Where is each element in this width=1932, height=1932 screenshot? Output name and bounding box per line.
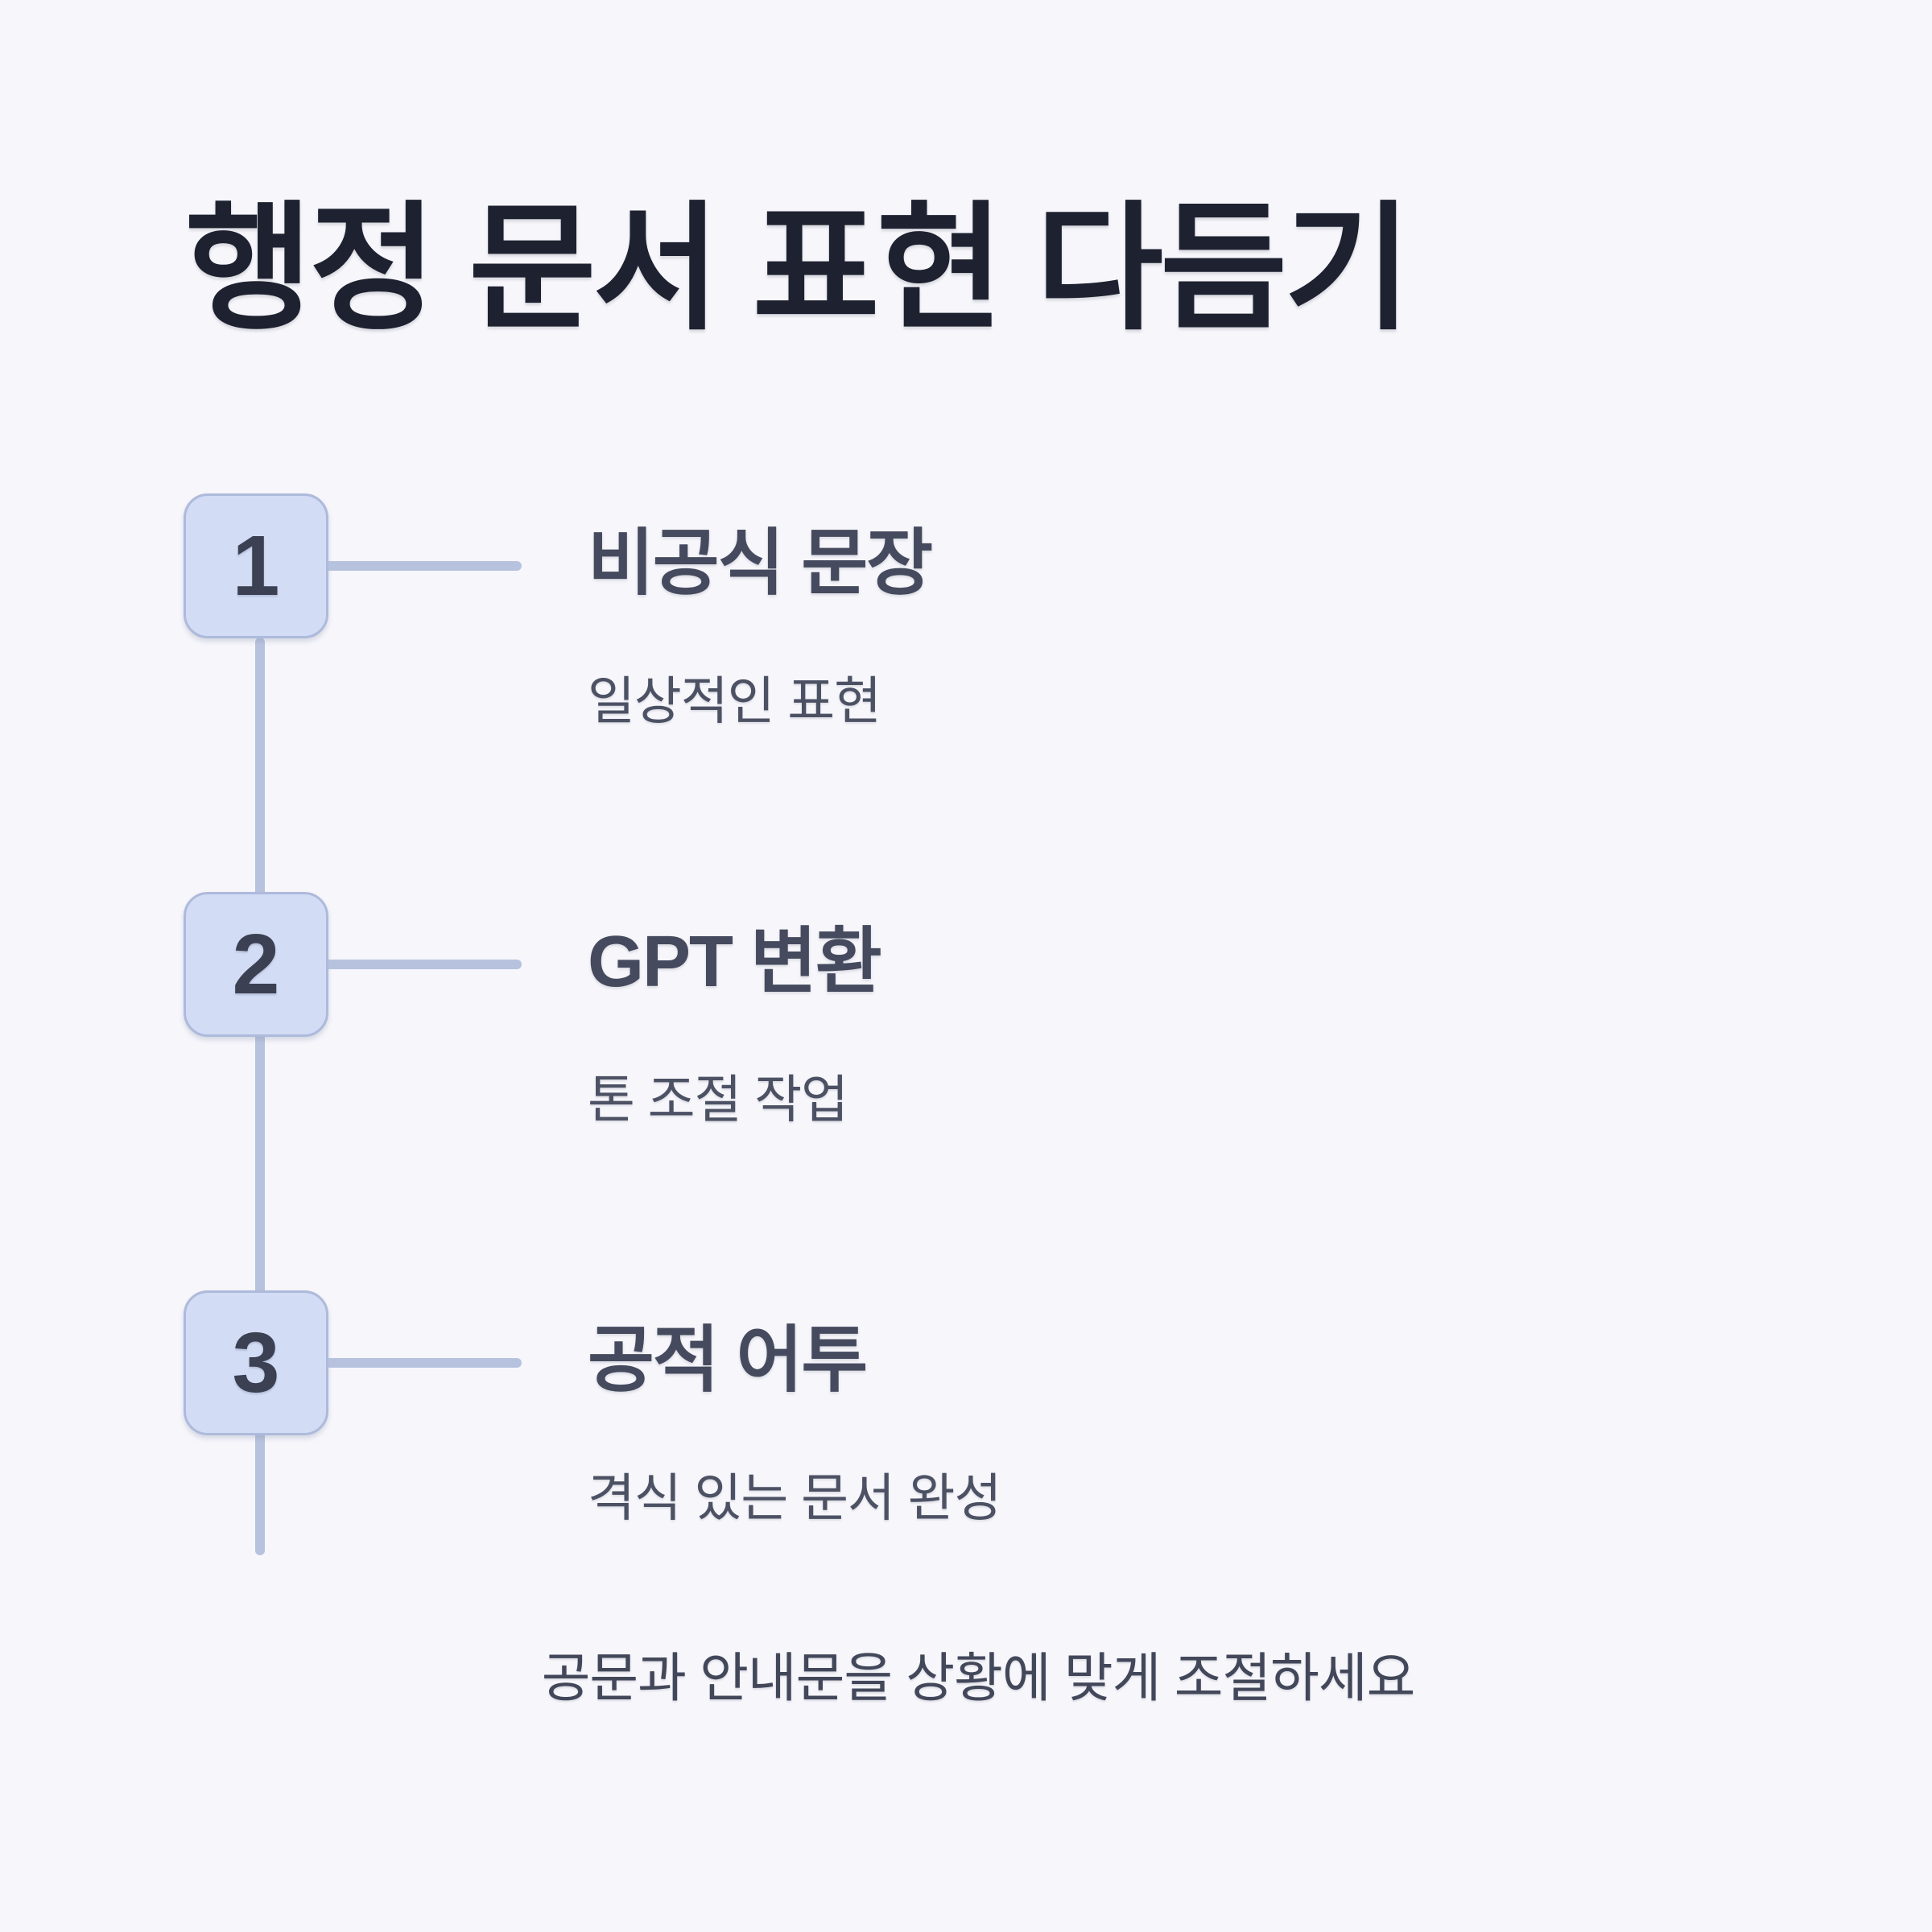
step-row: 1 비공식 문장 일상적인 표현: [0, 493, 1932, 727]
step-number: 3: [232, 1315, 280, 1410]
step-title: GPT 변환: [588, 922, 882, 1002]
page-title: 행정 문서 표현 다듬기: [185, 192, 1412, 346]
step-subtitle: 격식 있는 문서 완성: [588, 1469, 1001, 1527]
step-row: 3 공적 어투 격식 있는 문서 완성: [0, 1290, 1932, 1524]
step-row: 2 GPT 변환 톤 조절 작업: [0, 892, 1932, 1125]
step-number-badge: 2: [184, 892, 328, 1037]
connector-line: [328, 1358, 522, 1368]
step-subtitle: 일상적인 표현: [588, 672, 881, 730]
step-title: 공적 어투: [588, 1320, 868, 1401]
footer-note: 공문과 안내문을 상황에 맞게 조절하세요: [541, 1648, 1416, 1707]
step-number: 1: [232, 518, 280, 613]
step-number-badge: 3: [184, 1290, 328, 1435]
connector-line: [328, 960, 522, 969]
step-title: 비공식 문장: [588, 523, 933, 604]
step-number: 2: [232, 917, 280, 1012]
step-subtitle: 톤 조절 작업: [588, 1071, 848, 1129]
step-number-badge: 1: [184, 493, 328, 638]
connector-line: [328, 561, 522, 571]
